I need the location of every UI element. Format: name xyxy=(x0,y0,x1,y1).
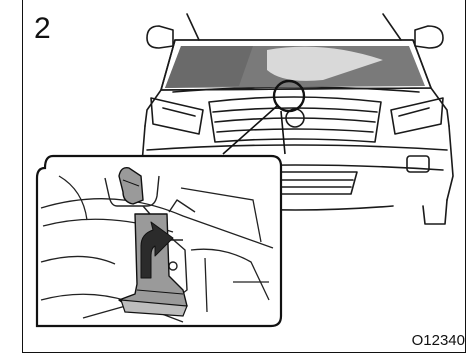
car-front-icon xyxy=(23,0,466,353)
detail-inset xyxy=(37,156,281,326)
figure-frame: 2 xyxy=(22,0,466,353)
figure-code: O12340 xyxy=(412,332,465,349)
